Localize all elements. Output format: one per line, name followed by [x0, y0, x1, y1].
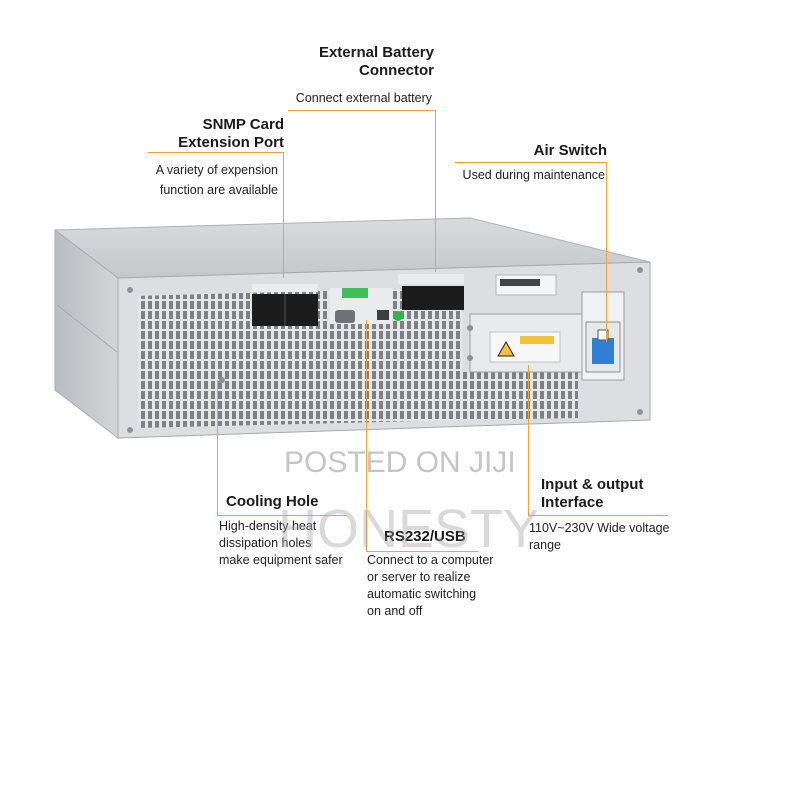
- snmp-desc: A variety of expension function are avai…: [155, 163, 278, 197]
- rs232-leader-vertical: [366, 320, 367, 552]
- snmp-leader-horizontal: [148, 152, 284, 153]
- usb-port: [377, 310, 389, 320]
- vent-grid-right: [462, 369, 578, 420]
- rs232-desc: Connect to a computer or server to reali…: [367, 553, 494, 618]
- battery-title: External Battery Connector: [318, 44, 434, 79]
- battery-desc: Connect external battery: [295, 91, 432, 105]
- cooling-leader-vertical: [217, 380, 218, 515]
- rs232-title: RS232/USB: [384, 528, 466, 545]
- air-switch-leader-horizontal: [455, 162, 607, 163]
- air-switch-leader-vertical: [606, 162, 607, 342]
- air-switch-title: Air Switch: [533, 142, 607, 159]
- rs232-port: [335, 310, 355, 323]
- battery-connector: [402, 286, 464, 310]
- io-leader-horizontal: [528, 515, 668, 516]
- battery-leader-horizontal: [288, 110, 436, 111]
- battery-leader-vertical: [435, 110, 436, 272]
- air-switch-handle: [592, 338, 614, 364]
- io-title: Input & output Interface: [541, 476, 644, 511]
- watermark-honesty: HONESTY: [278, 499, 540, 559]
- snmp-title: SNMP Card Extension Port: [178, 116, 284, 151]
- air-switch-desc: Used during maintenance: [462, 168, 605, 182]
- rs232-leader-horizontal: [366, 551, 478, 552]
- green-terminal: [342, 288, 368, 298]
- snmp-leader-vertical: [283, 152, 284, 278]
- green-indicator: [393, 311, 403, 321]
- snmp-slot-label: [252, 284, 318, 292]
- io-desc: 110V~230V Wide voltage range: [529, 521, 670, 552]
- watermark-posted: POSTED ON JIJI: [284, 446, 516, 479]
- cooling-desc: High-density heat dissipation holes make…: [219, 519, 343, 567]
- cooling-leader-horizontal: [217, 515, 347, 516]
- io-leader-vertical: [528, 365, 529, 515]
- cooling-title: Cooling Hole: [226, 493, 319, 510]
